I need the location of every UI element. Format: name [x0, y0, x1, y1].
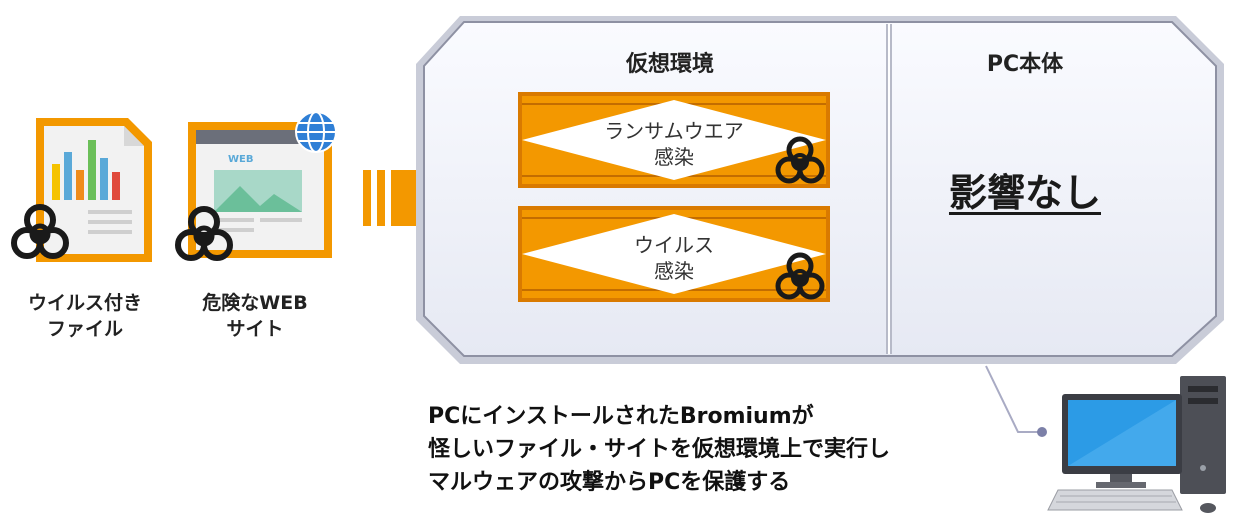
infection-box-virus	[518, 206, 830, 302]
globe-icon	[295, 111, 337, 153]
biohazard-icon	[775, 136, 825, 184]
biohazard-icon	[175, 206, 233, 261]
pc-main-title: PC本体	[986, 52, 1064, 77]
infected-file-icon	[11, 118, 152, 262]
connector-line	[985, 365, 1047, 437]
caption-line-1: PCにインストールされたBromiumが	[428, 404, 814, 429]
web-text: WEB	[228, 154, 253, 165]
infection-label-virus: ウイルス 感染	[634, 233, 714, 283]
biohazard-icon	[775, 252, 825, 300]
source-label-web: 危険なWEB サイト	[202, 292, 308, 340]
pc-main-status: 影響なし	[948, 171, 1101, 215]
infection-label-ransomware: ランサムウエア 感染	[604, 119, 744, 169]
virtual-env-title: 仮想環境	[625, 52, 714, 77]
infection-box-ransomware	[518, 92, 830, 188]
source-label-file: ウイルス付き ファイル	[27, 292, 142, 340]
desktop-pc-icon	[1047, 376, 1226, 513]
caption: PCにインストールされたBromiumが 怪しいファイル・サイトを仮想環境上で実…	[428, 400, 1028, 499]
caption-line-2: 怪しいファイル・サイトを仮想環境上で実行し	[428, 437, 891, 462]
biohazard-icon	[11, 204, 69, 259]
dangerous-web-icon: WEB	[175, 111, 337, 261]
caption-line-3: マルウェアの攻撃からPCを保護する	[428, 470, 791, 495]
